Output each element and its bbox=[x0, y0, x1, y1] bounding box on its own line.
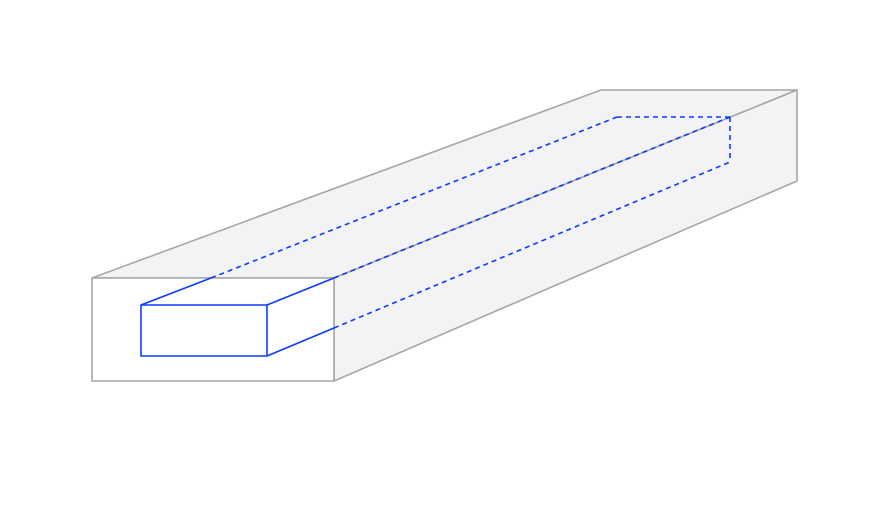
inner-edge-top-left-visible bbox=[140, 277, 212, 306]
inner-slot bbox=[140, 116, 731, 357]
inner-front-face bbox=[140, 304, 268, 357]
inner-hidden-top-left bbox=[210, 116, 618, 279]
inner-edge-top-right-visible bbox=[266, 277, 335, 306]
inner-hidden-edges bbox=[210, 116, 731, 329]
outer-bar bbox=[91, 89, 798, 382]
outer-front-face bbox=[91, 277, 335, 382]
inner-edge-bottom-right-visible bbox=[266, 327, 335, 357]
